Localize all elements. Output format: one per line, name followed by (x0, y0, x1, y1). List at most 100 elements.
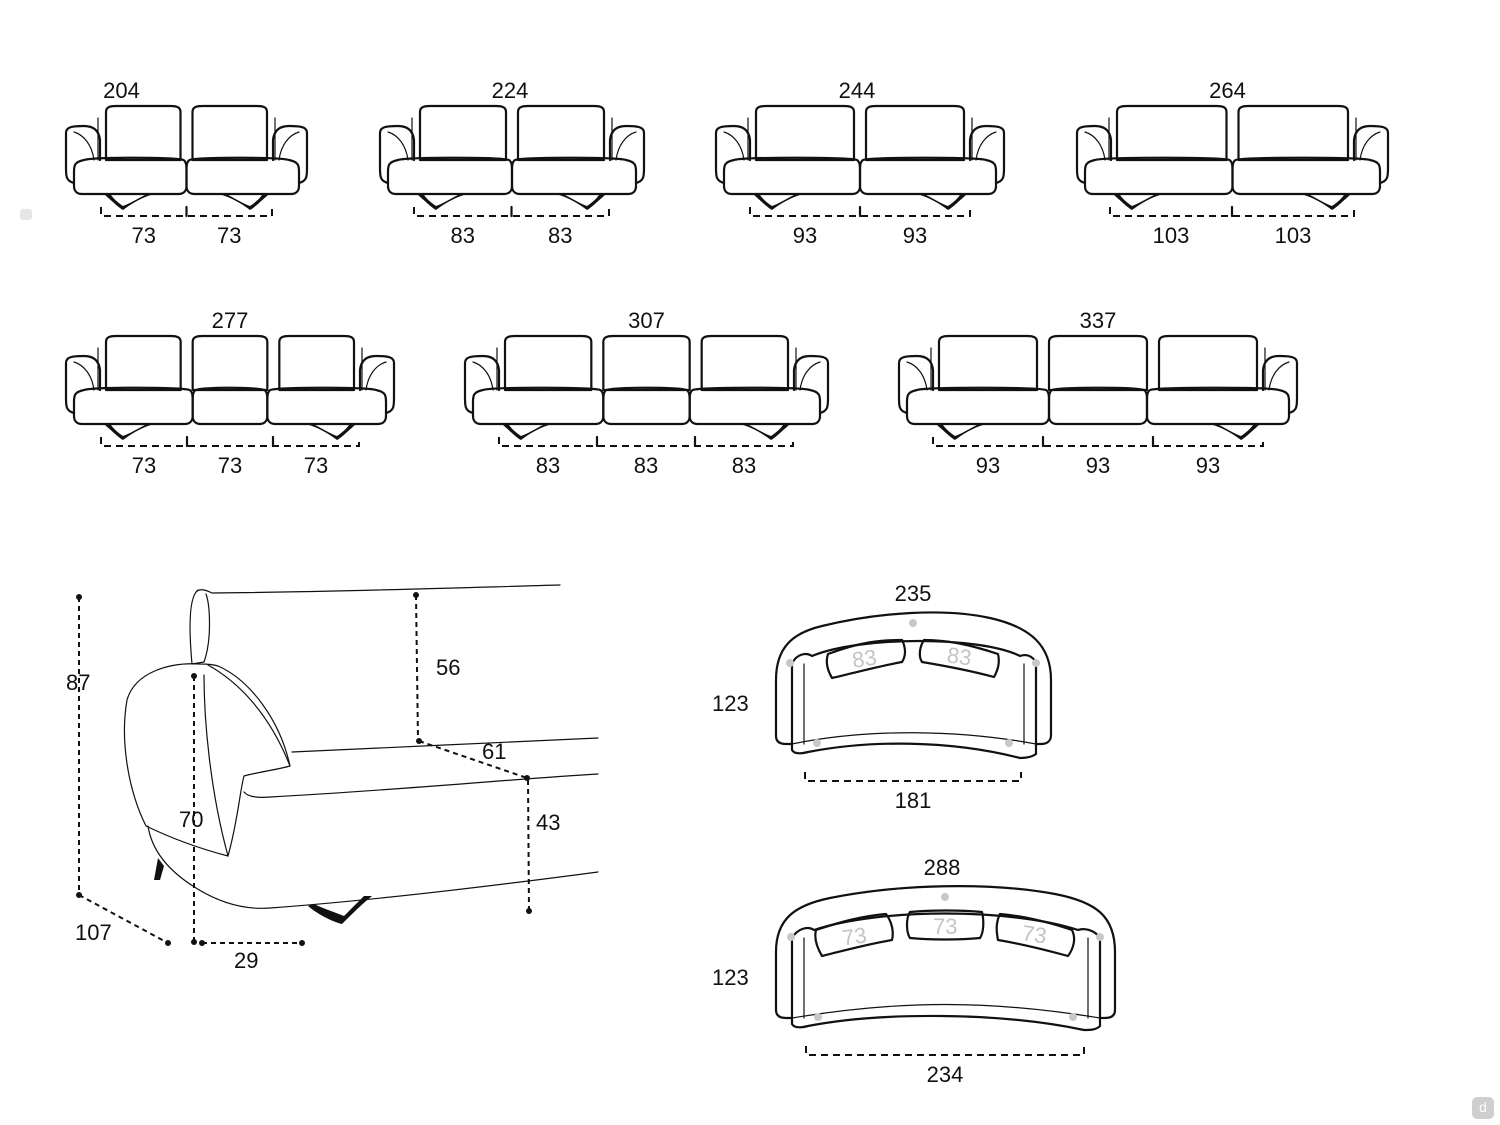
back-cushion (503, 334, 593, 392)
seat-cushion (1083, 156, 1234, 196)
armrest-right (1261, 354, 1299, 415)
seat-base (147, 825, 599, 909)
front-view-sofa: 73 73 73 277 (64, 308, 396, 478)
curved-inner-shell (790, 639, 1038, 746)
leg-right (743, 425, 789, 440)
label-module-width: 83 (451, 223, 475, 248)
leg-right (222, 195, 268, 210)
dim-line-back-height (415, 594, 419, 741)
dim-line-modules (498, 437, 794, 447)
seat-cushion (191, 386, 269, 426)
armrest-right (968, 124, 1006, 185)
dim-line-modules (100, 437, 360, 447)
armrest-left (897, 354, 935, 415)
seat-cushion (471, 386, 605, 426)
back-cushion (1157, 334, 1259, 392)
label-module-width: 73 (304, 453, 328, 478)
back-cushion (602, 334, 691, 392)
label-module-width: 73 (217, 223, 241, 248)
seat-cushion (1047, 386, 1149, 426)
seat-cushion (905, 386, 1051, 426)
dim-line-modules (749, 207, 971, 217)
label-module-width: 83 (548, 223, 572, 248)
site-badge: d (1472, 1097, 1494, 1119)
seat-cushion (185, 156, 301, 196)
cushion-label-left: 73 (840, 922, 868, 950)
back-cushion (1237, 104, 1350, 162)
curved-outer-shell (774, 611, 1053, 760)
back-cushion (937, 334, 1039, 392)
armrest-right (358, 354, 396, 415)
front-view-sofa: 83 83 224 (378, 78, 646, 248)
back-cushion (278, 334, 356, 392)
seat-cushion (72, 156, 188, 196)
label-curved-depth: 123 (712, 691, 749, 716)
back-cushion (191, 104, 269, 162)
dim-line-inner-width (804, 772, 1022, 782)
label-module-width: 93 (903, 223, 927, 248)
curved-plan-view-2: 73 73 73 288 123 234 (712, 855, 1117, 1087)
seat-cushion (72, 386, 194, 426)
armrest-left (64, 354, 102, 415)
label-module-width: 83 (732, 453, 756, 478)
armrest-left (1075, 124, 1113, 185)
back-cushion-right (918, 638, 1000, 679)
side-leg-front (154, 858, 164, 880)
label-module-width: 103 (1153, 223, 1190, 248)
back-cushion-left (825, 638, 907, 680)
back-cushion (104, 334, 182, 392)
cushion-label-right: 83 (945, 642, 973, 670)
leg-left (105, 195, 151, 210)
label-module-width: 93 (1196, 453, 1220, 478)
seat-front-edge (243, 773, 599, 798)
label-seat-height: 43 (536, 810, 560, 835)
back-cushion (191, 334, 269, 392)
back-cushion (754, 104, 856, 162)
label-module-width: 73 (132, 453, 156, 478)
dim-line-total-depth (78, 894, 169, 944)
curved-outer-shell (774, 885, 1117, 1032)
armrest-right (271, 124, 309, 185)
label-module-width: 93 (976, 453, 1000, 478)
label-total-width: 224 (492, 78, 529, 103)
curved-plan-view-1: 83 83 235 123 181 (712, 581, 1053, 813)
label-total-width: 204 (103, 78, 140, 103)
dim-line-inner-width (805, 1046, 1085, 1056)
leg-left (503, 425, 549, 440)
back-cushion (516, 104, 606, 162)
armrest-right (608, 124, 646, 185)
back-cushion (1047, 334, 1149, 392)
leg-right (1304, 195, 1350, 210)
label-module-width: 93 (1086, 453, 1110, 478)
leg-right (920, 195, 966, 210)
dim-line-modules (413, 207, 610, 217)
back-cushion-right (995, 912, 1076, 958)
side-view: 87 56 61 43 70 107 29 (66, 584, 599, 973)
label-seat-depth: 61 (482, 739, 506, 764)
label-total-width: 264 (1209, 78, 1246, 103)
armrest-left (64, 124, 102, 185)
back-cushion (418, 104, 508, 162)
label-total-width: 277 (212, 308, 249, 333)
seat-cushion (266, 386, 388, 426)
armrest-side-fold (203, 674, 229, 857)
label-module-width: 83 (634, 453, 658, 478)
armrest-outline (123, 663, 291, 857)
armrest-left (378, 124, 416, 185)
label-back-height: 56 (436, 655, 460, 680)
back-cushion (1115, 104, 1228, 162)
label-total-depth: 107 (75, 920, 112, 945)
dim-line-modules (932, 437, 1264, 447)
label-arm-width: 29 (234, 948, 258, 973)
label-module-width: 73 (218, 453, 242, 478)
dim-line-seat-depth (418, 740, 528, 779)
curved-inner-shell (790, 912, 1102, 1020)
cushion-label-left: 83 (850, 645, 878, 673)
leg-left (1114, 195, 1160, 210)
